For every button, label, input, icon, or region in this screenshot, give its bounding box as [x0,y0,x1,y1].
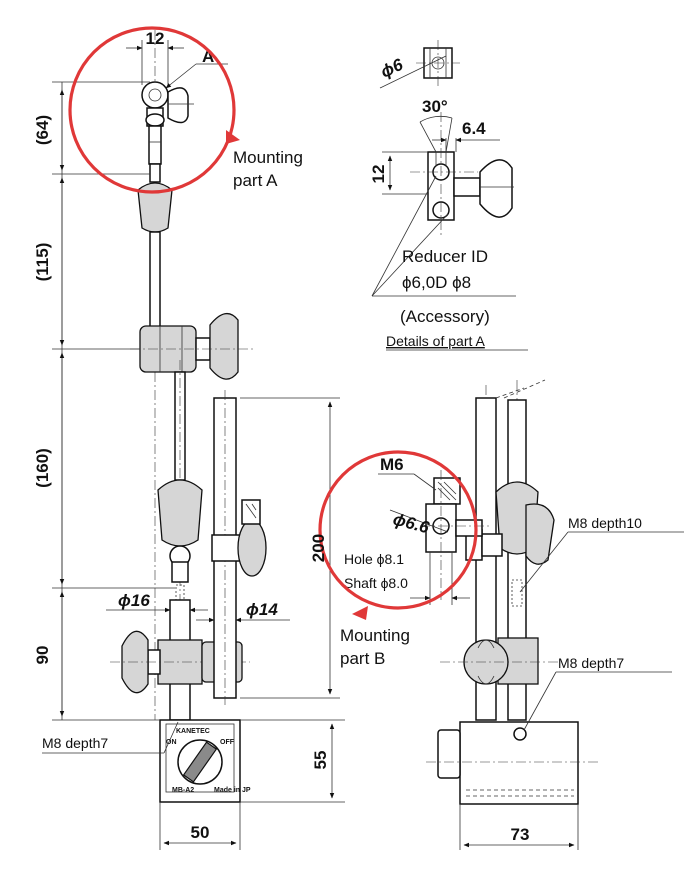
dim-64: (64) [33,115,52,145]
label-details-caption: Details of part A [386,333,485,349]
dim-200: 200 [309,534,328,562]
dim-12-detail: 12 [369,165,388,184]
top-holder-stem [148,125,162,165]
label-reducer-1: Reducer ID [402,247,488,266]
lower-arm-body [157,479,203,547]
base-model-text: MB-A2 [172,787,194,794]
dim-12-top: 12 [146,29,165,48]
label-mounting-a-1: Mounting [233,148,303,167]
dim-30deg: 30° [422,97,448,116]
dim-160: (160) [33,448,52,488]
lower-joint-stem [171,561,189,583]
dim-phi16: ϕ16 [118,591,150,610]
label-hole: Hole ϕ8.1 [344,551,404,567]
label-m8-depth10: M8 depth10 [568,515,642,531]
label-mounting-b-1: Mounting [340,626,410,645]
top-holder-clamp [145,113,165,127]
base-on-text: ON [166,739,177,746]
upper-arm-body [137,182,173,233]
dim-73: 73 [511,825,530,844]
base-note-text: Made in JP [214,787,251,794]
detail-knob [479,159,513,218]
side-fine-screw [511,579,523,607]
upper-rod [149,231,161,329]
label-m8-depth7-left: M8 depth7 [42,735,108,751]
label-m8-depth7-right: M8 depth7 [558,655,624,671]
front-view: KANETEC ON OFF MB-A2 Made in JP [110,30,267,803]
base-off-text: OFF [220,739,235,746]
detail-part-a: ϕ6 30° 6.4 12 Reducer ID ϕ6,0D [369,40,528,351]
b-screw [455,519,483,537]
label-reducer-3: (Accessory) [400,307,490,326]
base-brand-text: KANETEC [176,728,210,735]
dim-6-4: 6.4 [462,119,486,138]
top-holder-bore [148,88,162,102]
mount-b-knob [237,519,267,577]
highlight-circle-a [68,26,236,194]
holder-knob [167,87,189,124]
top-joint [149,163,161,183]
mount-b-block [211,534,241,562]
base-switch-lever[interactable] [182,741,218,783]
dim-55: 55 [311,751,330,770]
detail-screw [453,177,481,197]
side-view: 73 M8 depth10 M8 depth7 [426,379,684,850]
side-arm-knob [525,503,555,565]
highlight-arrow-a [226,130,240,144]
label-shaft: Shaft ϕ8.0 [344,575,408,591]
side-base-lever[interactable] [437,729,461,779]
mount-b-m6 [241,499,261,525]
dim-50: 50 [191,823,210,842]
dim-phi14: ϕ14 [246,600,278,619]
label-mounting-a-2: part A [233,171,278,190]
label-m6: M6 [380,455,404,474]
dim-90: 90 [33,646,52,665]
side-m8-hole [513,727,527,741]
label-reducer-2: ϕ6,0D ϕ8 [402,273,471,292]
highlight-circle-b [318,450,478,610]
middle-knob [209,313,239,380]
top-holder-ring [141,81,169,109]
label-mounting-b-2: part B [340,649,385,668]
detail-part-b: ϕ6.6 M6 Hole ϕ8.1 Shaft ϕ8.0 [344,455,490,605]
dim-115: (115) [33,243,52,282]
front-dimensions: (64) (115) (160) 90 12 A ϕ16 ϕ14 55 50 [33,29,345,850]
highlight-arrow-b [352,606,368,620]
